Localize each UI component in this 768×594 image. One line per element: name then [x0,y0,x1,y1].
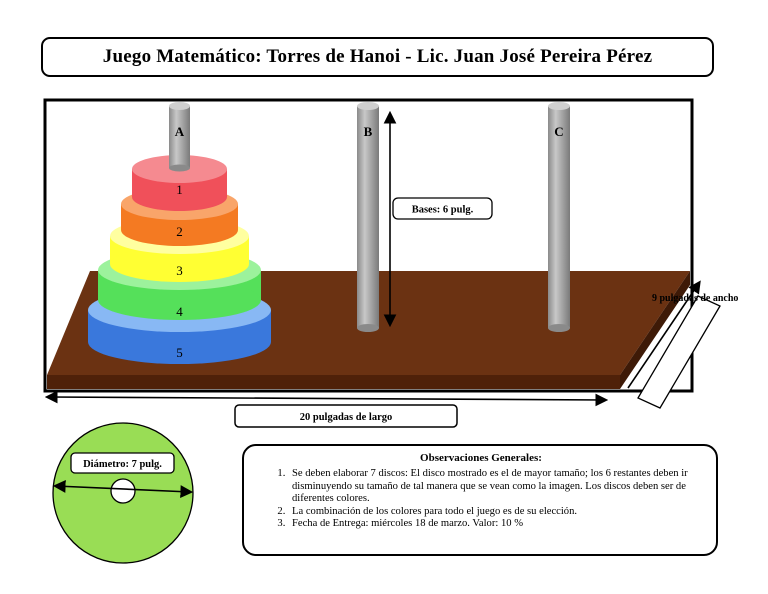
observation-item: La combinación de los colores para todo … [288,506,704,518]
observations-box: Observaciones Generales: Se deben elabor… [242,444,718,556]
width-label: 9 pulgadas de ancho [652,293,738,304]
length-arrow [44,390,609,407]
peg-label-c: C [554,124,563,139]
disc-number-5: 5 [176,345,183,360]
width-label-slab [637,295,721,409]
disc-number-2: 2 [176,224,183,239]
observation-item: Fecha de Entrega: miércoles 18 de marzo.… [288,518,704,530]
base-board-side [620,271,690,389]
peg-label-b: B [364,124,373,139]
width-arrow [627,280,701,389]
peg-b-rod [357,106,379,328]
diameter-arrow [52,480,194,498]
peg-b-top [357,102,379,110]
disc-number-4: 4 [176,304,183,319]
peg-c-top [548,102,570,110]
base-board-front [47,375,620,389]
length-label-box [234,404,458,428]
title-box: Juego Matemático: Torres de Hanoi - Lic.… [41,37,714,77]
observation-item: Se deben elaborar 7 discos: El disco mos… [288,468,704,505]
disc-stack [88,155,271,364]
observations-title: Observaciones Generales: [420,452,542,464]
disc-number-1: 1 [176,182,183,197]
disc-number-3: 3 [176,263,183,278]
peg-a-stub [169,120,190,168]
diameter-label: Diámetro: 7 pulg. [83,459,162,470]
width-indicator: 9 pulgadas de ancho [627,280,738,409]
observations-list: Se deben elaborar 7 discos: El disco mos… [258,468,704,530]
peg-label-a: A [175,124,185,139]
diameter-label-box [70,452,175,474]
peg-c-bottom [548,324,570,332]
disc-center-hole [110,478,136,504]
bases-label: Bases: 6 pulg. [412,205,474,216]
peg-a-stub-base [169,164,190,172]
peg-c-rod [548,106,570,328]
page-title: Juego Matemático: Torres de Hanoi - Lic.… [102,46,653,67]
length-label: 20 pulgadas de largo [300,412,392,423]
bases-label-box [392,197,493,220]
peg-b-bottom [357,324,379,332]
peg-a-top [169,102,190,110]
